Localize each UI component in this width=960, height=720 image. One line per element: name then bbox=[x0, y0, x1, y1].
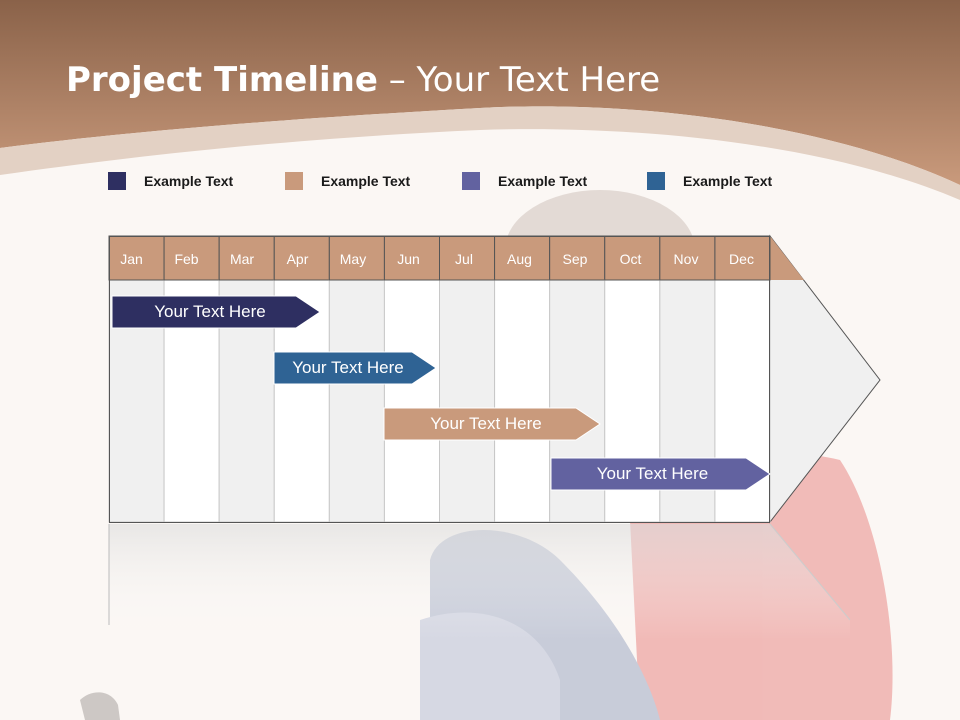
month-header-cell bbox=[494, 235, 551, 281]
month-label: Jan bbox=[120, 251, 143, 267]
legend-item: Example Text bbox=[647, 170, 772, 192]
month-label: May bbox=[339, 251, 367, 267]
month-column bbox=[383, 279, 440, 523]
month-label: Jul bbox=[455, 251, 473, 267]
month-header-cell bbox=[659, 235, 716, 281]
header-band bbox=[0, 0, 960, 200]
legend-item: Example Text bbox=[285, 170, 410, 192]
month-label: Jun bbox=[397, 251, 420, 267]
legend: Example Text Example Text Example Text E… bbox=[0, 170, 960, 194]
month-label: Dec bbox=[729, 251, 754, 267]
task-bar-label: Your Text Here bbox=[292, 358, 404, 377]
month-header-cell bbox=[604, 235, 661, 281]
month-label: Nov bbox=[673, 251, 699, 267]
legend-item: Example Text bbox=[462, 170, 587, 192]
month-header-cell bbox=[383, 235, 440, 281]
legend-label: Example Text bbox=[498, 173, 588, 189]
legend-swatch bbox=[647, 172, 665, 190]
month-label: Sep bbox=[562, 251, 588, 267]
task-bar-label: Your Text Here bbox=[154, 302, 266, 321]
legend-item: Example Text bbox=[108, 170, 233, 192]
task-bar-label: Your Text Here bbox=[596, 464, 709, 483]
month-header-cell bbox=[328, 235, 385, 281]
legend-swatch bbox=[285, 172, 303, 190]
page-title: Project Timeline – Your Text Here bbox=[66, 60, 660, 100]
month-label: Aug bbox=[507, 251, 532, 267]
month-label: Mar bbox=[229, 251, 255, 267]
legend-swatch bbox=[108, 172, 126, 190]
legend-label: Example Text bbox=[321, 173, 411, 189]
month-column bbox=[328, 279, 385, 523]
month-label: Feb bbox=[174, 251, 199, 267]
month-column bbox=[494, 279, 551, 523]
legend-label: Example Text bbox=[683, 173, 773, 189]
legend-label: Example Text bbox=[144, 173, 234, 189]
month-label: Apr bbox=[286, 251, 309, 267]
task-bar-label: Your Text Here bbox=[430, 414, 542, 433]
title-rest: – Your Text Here bbox=[377, 60, 661, 100]
month-header-cell bbox=[549, 235, 606, 281]
title-bold: Project Timeline bbox=[66, 60, 378, 100]
month-label: Oct bbox=[619, 251, 642, 267]
month-header-cell bbox=[714, 235, 771, 281]
month-column bbox=[439, 279, 496, 523]
month-header-cell bbox=[439, 235, 496, 281]
legend-swatch bbox=[462, 172, 480, 190]
